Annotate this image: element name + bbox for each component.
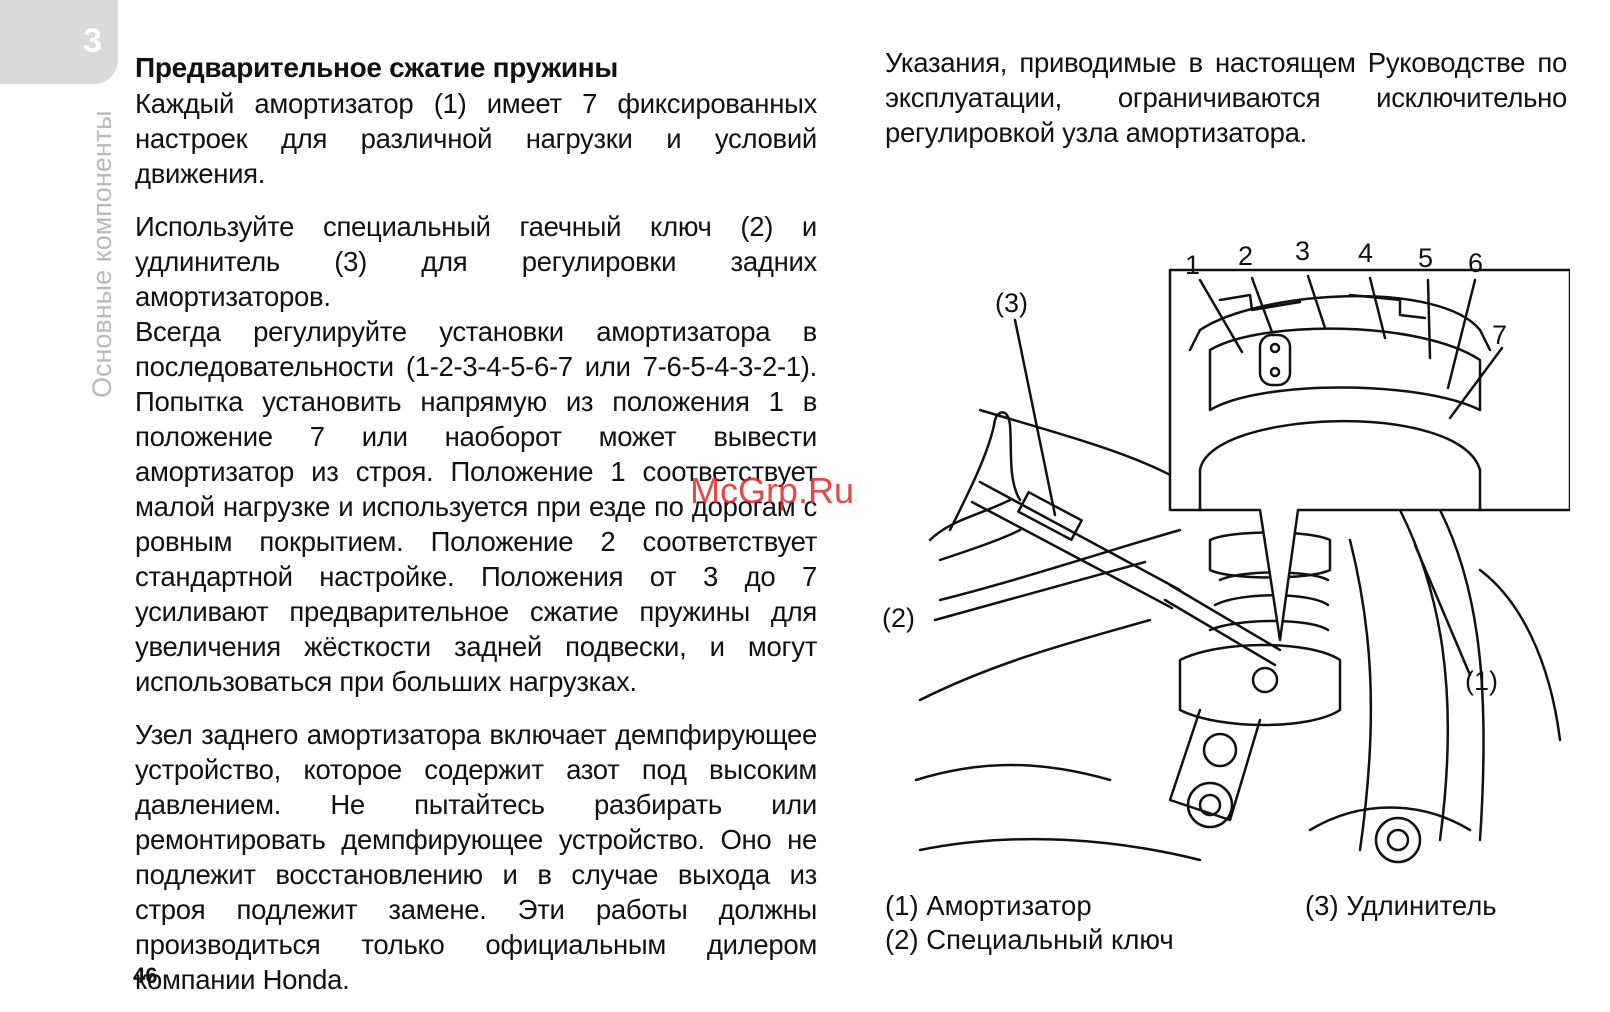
position-label-4: 4 — [1358, 240, 1373, 268]
frame-lines — [914, 408, 1562, 864]
extension-tool — [970, 480, 1282, 667]
paragraph-tools: Используйте специальный гаечный ключ (2)… — [135, 211, 817, 312]
caption-wrench: (2) Специальный ключ — [885, 924, 1174, 955]
leader-lines — [933, 274, 1504, 677]
paragraph-scope: Указания, приводимые в настоящем Руковод… — [885, 47, 1567, 148]
callout-wrench: (2) — [882, 603, 915, 633]
side-label-wrap: Основные компоненты — [82, 98, 122, 398]
position-label-7: 7 — [1492, 320, 1507, 350]
callout-shock: (1) — [1465, 666, 1498, 696]
shock-adjustment-illustration: 1 2 3 4 5 6 7 (3) (2) (1) — [880, 240, 1570, 870]
right-column: Указания, приводимые в настоящем Руковод… — [885, 45, 1567, 168]
caption-shock: (1) Амортизатор — [885, 890, 1092, 921]
chapter-side-label: Основные компоненты — [87, 110, 117, 398]
paragraph-sequence: Всегда регулируйте установки амортизатор… — [135, 316, 817, 697]
section-title: Предварительное сжатие пружины — [135, 52, 619, 83]
paragraph-damper: Узел заднего амортизатора включает демпф… — [135, 719, 817, 995]
left-column: Предварительное сжатие пружины Каждый ам… — [135, 50, 817, 997]
chapter-number: 3 — [83, 22, 102, 60]
chapter-tab: 3 — [0, 0, 118, 84]
page-number: 46 — [133, 963, 158, 988]
position-labels: 1 2 3 4 5 6 7 — [1185, 240, 1507, 350]
watermark: McGrp.Ru — [690, 470, 855, 511]
paragraph-settings: Каждый амортизатор (1) имеет 7 фиксирова… — [135, 88, 817, 189]
position-label-5: 5 — [1418, 243, 1433, 273]
detail-inset — [1168, 268, 1570, 642]
shock-absorber — [1168, 531, 1342, 829]
position-label-2: 2 — [1238, 241, 1253, 271]
position-label-6: 6 — [1468, 248, 1483, 278]
position-label-3: 3 — [1295, 240, 1310, 266]
hand-outline — [928, 411, 1022, 562]
callout-extension: (3) — [995, 288, 1028, 318]
position-label-1: 1 — [1185, 250, 1200, 280]
caption-extension: (3) Удлинитель — [1305, 890, 1497, 921]
